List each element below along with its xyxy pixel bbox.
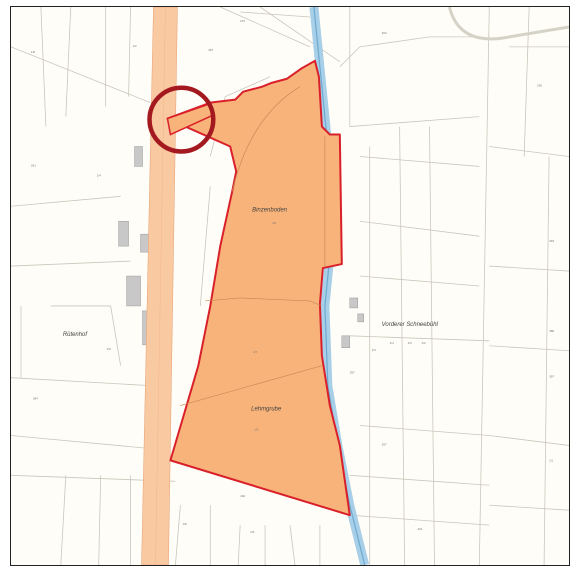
road-curve	[447, 7, 569, 41]
highlight-circle	[147, 85, 216, 154]
parcel-number: 1/3	[408, 341, 412, 345]
parcel-number: 292	[537, 84, 542, 88]
parcel-number: 1/7	[253, 350, 257, 354]
parcel-number: 1/8	[31, 50, 35, 54]
parcel-number: 1/2	[422, 341, 426, 345]
parcel-number: 1/6	[272, 221, 276, 225]
parcel-number: 1/5	[250, 530, 254, 534]
parcel-number: 261	[31, 163, 36, 167]
label-lehmgrube: Lehmgrube	[251, 407, 282, 413]
parcel-number: 1/3	[372, 348, 376, 352]
parcel-number: 393	[382, 31, 387, 35]
parcel-number: 397	[549, 375, 554, 379]
map-frame: Binzenboden Lehmgrube Rütenhof Vorderer …	[10, 6, 570, 566]
parcel-number: 394	[33, 397, 38, 401]
parcel-numbers: 1/8 367 393 1/2 207 292 261 1/4 1/6 1/7 …	[31, 19, 554, 534]
highlighted-parcel	[166, 59, 351, 517]
parcel-number: 1/8	[182, 522, 186, 526]
parcel-number: 1/4	[97, 173, 101, 177]
parcel-number: 367	[208, 48, 213, 52]
parcel-lines	[11, 7, 569, 565]
parcel-inner-lines	[180, 86, 326, 406]
parcel-number: 1/4	[390, 341, 394, 345]
parcel-number: 1/2	[133, 44, 137, 48]
parcel-number: 397	[382, 442, 387, 446]
parcel-number: 207	[240, 19, 245, 23]
parcel-number: 1/8	[107, 347, 111, 351]
parcel-number: 1/5	[254, 427, 258, 431]
parcel-number: 402	[240, 494, 245, 498]
label-vorderer-schneebuehl: Vorderer Schneebühl	[382, 322, 439, 328]
label-binzenboden: Binzenboden	[252, 207, 288, 213]
parcel-number: 397	[350, 371, 355, 375]
parcel-number: 401	[418, 527, 423, 531]
label-ruetenhof: Rütenhof	[63, 332, 89, 338]
cadastral-map: Binzenboden Lehmgrube Rütenhof Vorderer …	[11, 7, 569, 565]
parcel-number: 393	[549, 239, 554, 243]
parcel-number: 388	[549, 329, 554, 333]
parcel-number: 1/1	[549, 458, 553, 462]
